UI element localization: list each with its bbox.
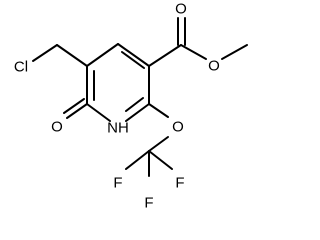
bond-ch2-to-cl (32, 44, 58, 62)
bond-ether-oxygen-to-cf3 (148, 136, 169, 152)
bond-ring-top-left (86, 43, 119, 67)
bond-ring-bottom-right (125, 103, 150, 122)
ester-carbonyl-oxygen-label: O (175, 1, 187, 18)
bond-cf3-to-f-left (125, 150, 150, 170)
fluorine-middle-label: F (144, 195, 153, 212)
bond-ring-carbonyl (66, 103, 88, 119)
chlorine-atom-label: Cl (14, 59, 28, 76)
chemical-structure-diagram: Cl O NH O O O F F F (14, 1, 248, 212)
ring-nitrogen-hydrogen-label: NH (107, 120, 129, 137)
bond-ester-oxygen-to-methyl (221, 44, 248, 60)
bond-ring-carbonyl-second (63, 98, 85, 114)
bond-cf3-to-f-right (148, 150, 173, 170)
ester-oxygen-label: O (208, 58, 220, 75)
bond-ring-top-right (117, 43, 150, 67)
bond-ring-to-ester-carbon (148, 44, 182, 67)
bond-ester-carbon-to-oxygen (180, 44, 207, 60)
bond-ring-to-ether-oxygen (148, 103, 169, 118)
bond-ring-bottom-left (86, 103, 111, 122)
ring-carbonyl-oxygen-label: O (51, 119, 63, 136)
bond-ring-bottom-right-inner (125, 97, 144, 112)
bond-ring-to-ch2 (56, 44, 88, 67)
bond-ring-top-right-inner (121, 51, 145, 69)
fluorine-left-label: F (113, 175, 122, 192)
ether-oxygen-label: O (172, 119, 184, 136)
fluorine-right-label: F (175, 175, 184, 192)
